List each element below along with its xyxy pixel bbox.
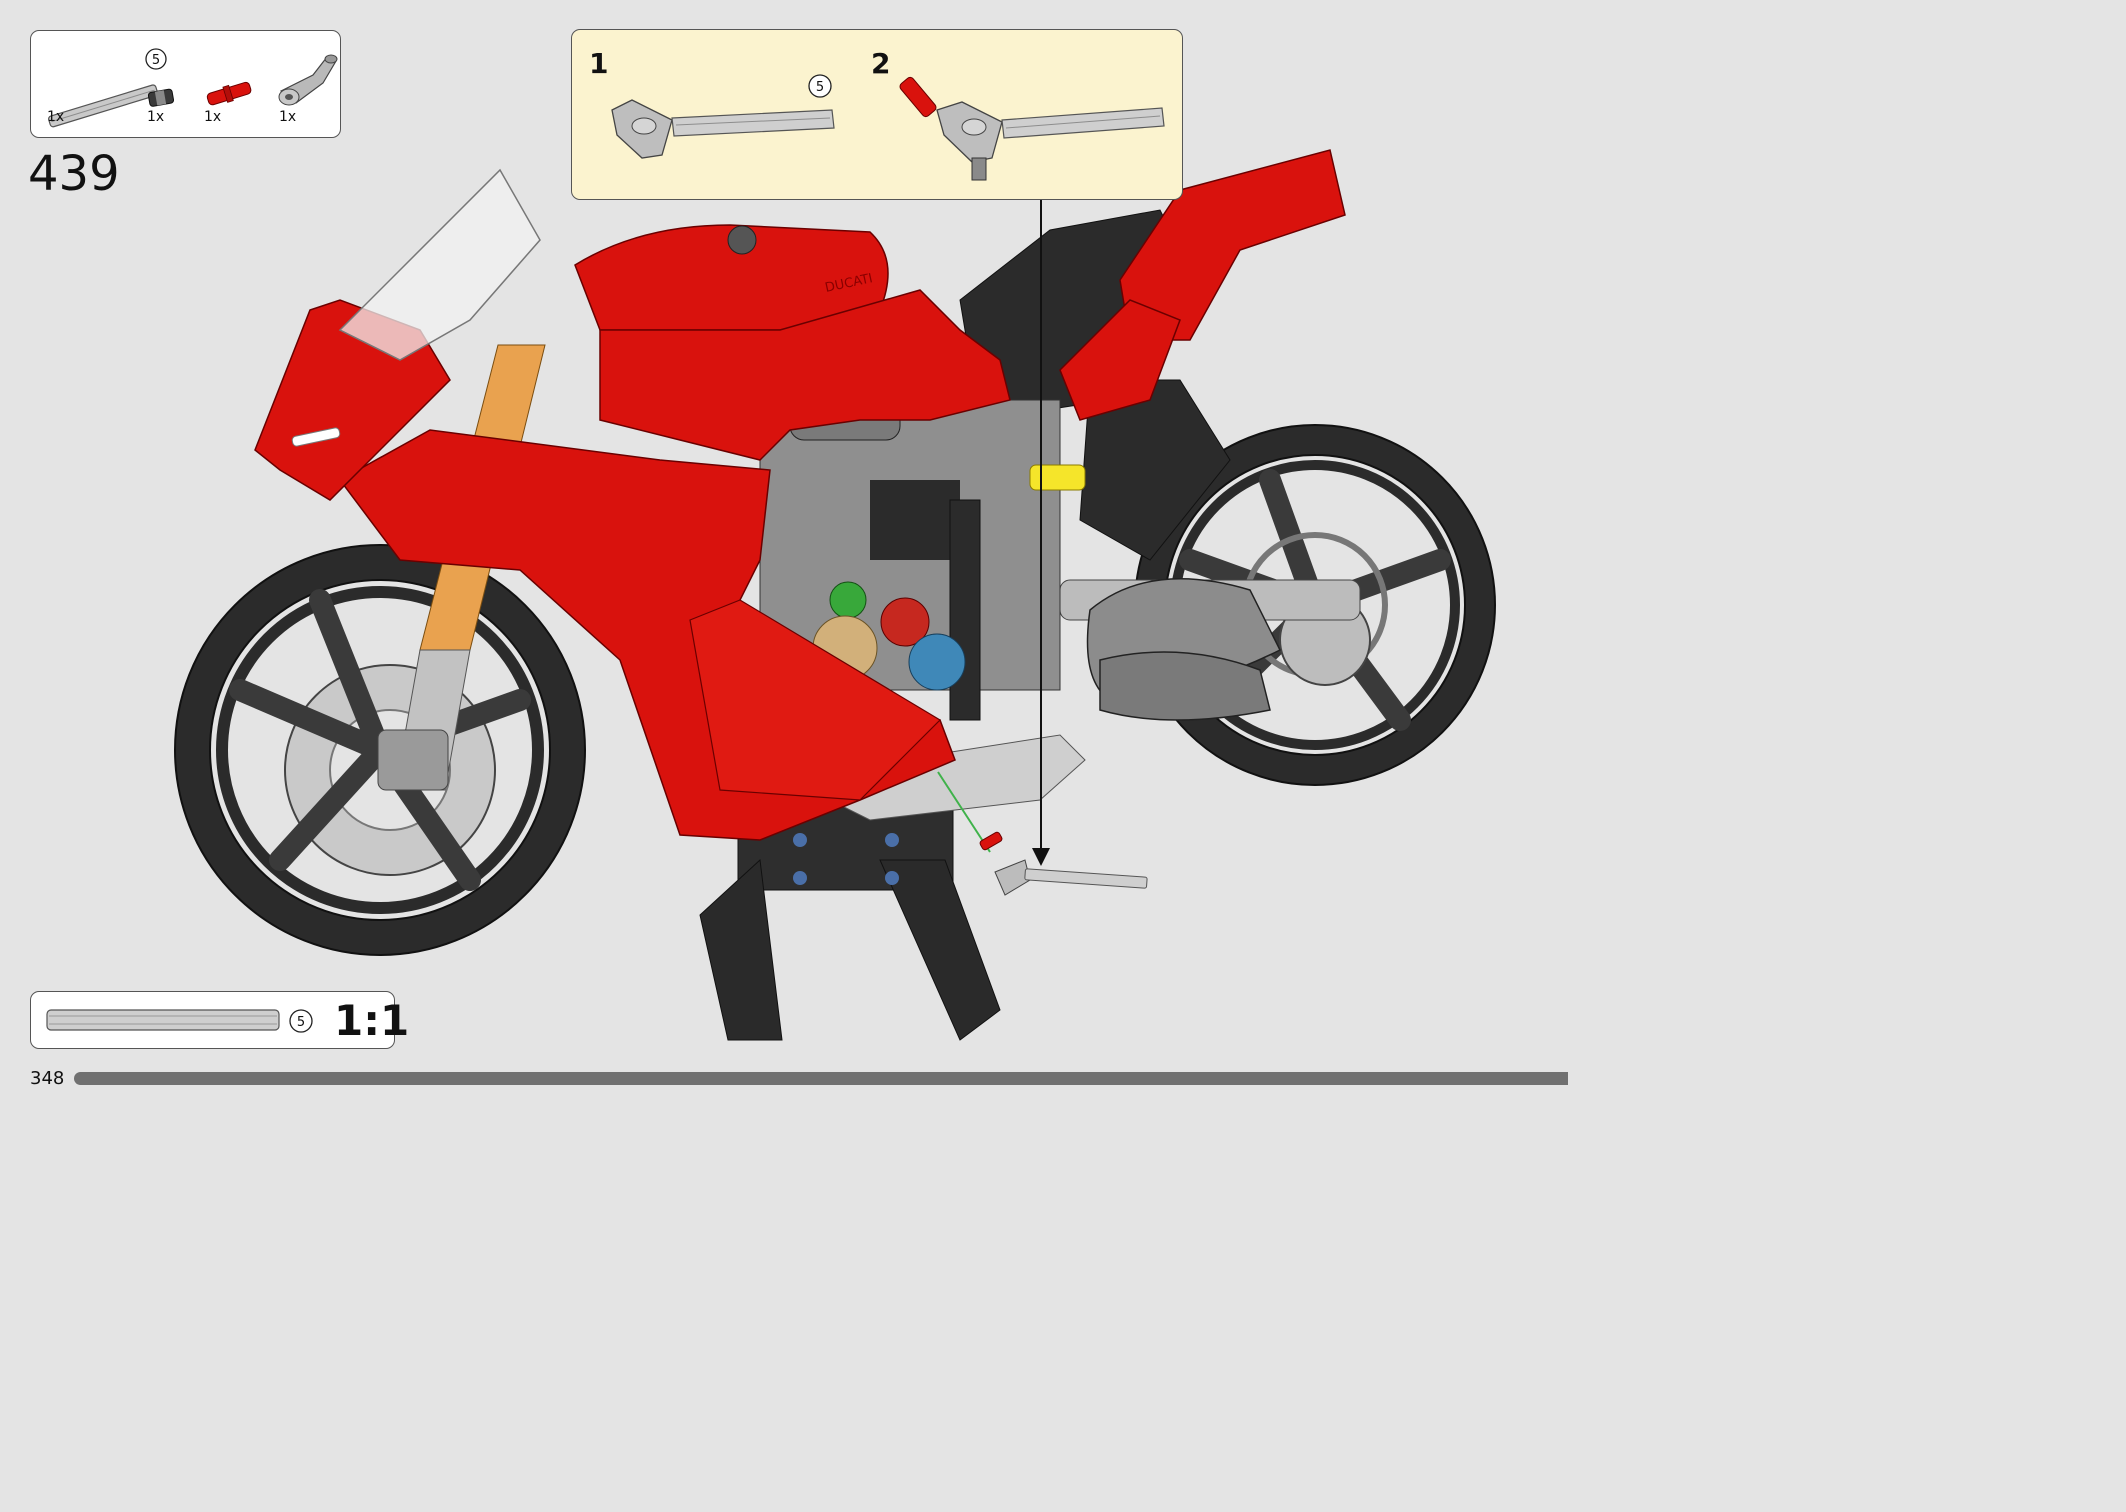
scale-axle-art: 5 bbox=[46, 1009, 313, 1033]
qty-angle-connector: 1x bbox=[279, 109, 297, 125]
sub-assembly-callout: 1 2 5 bbox=[571, 29, 1183, 200]
fuel-tank: DUCATI bbox=[574, 224, 889, 331]
sub-step-1-label: 1 bbox=[589, 47, 609, 80]
callout-arrow bbox=[1032, 200, 1050, 866]
axle-part-icon bbox=[48, 84, 159, 128]
scale-guide: 5 1:1 bbox=[30, 991, 409, 1049]
scale-ratio: 1:1 bbox=[334, 996, 410, 1045]
sub-assembly-art: 5 bbox=[611, 74, 1165, 181]
qty-axle-connector: 1x bbox=[147, 109, 165, 125]
length-5-badge: 5 bbox=[145, 48, 167, 70]
sub-step-2-label: 2 bbox=[871, 47, 891, 80]
step2-assembly bbox=[899, 76, 1165, 181]
attachment-indicator bbox=[937, 771, 1148, 896]
parts-list-art: 5 bbox=[48, 48, 338, 128]
page-progress-bar bbox=[74, 1072, 1568, 1085]
qty-red-pin: 1x bbox=[204, 109, 222, 125]
svg-text:5: 5 bbox=[297, 1015, 305, 1030]
svg-text:5: 5 bbox=[816, 80, 824, 95]
swing-arm-and-exhaust bbox=[1059, 578, 1361, 721]
parts-list-box: 5 1x 1x 1x 1x bbox=[30, 30, 341, 138]
length-5-badge: 5 bbox=[289, 1009, 313, 1033]
front-fairing bbox=[254, 168, 541, 501]
angle-connector-part-icon bbox=[278, 54, 338, 106]
step1-assembly bbox=[611, 99, 835, 159]
side-fairing bbox=[338, 289, 1011, 841]
length-5-badge: 5 bbox=[808, 74, 832, 98]
page-number: 348 bbox=[30, 1068, 65, 1089]
motorcycle-model-illustration: DUCATI bbox=[174, 149, 1496, 1041]
qty-axle: 1x bbox=[47, 109, 65, 125]
step-number: 439 bbox=[28, 146, 120, 202]
windshield bbox=[338, 168, 541, 361]
red-pin-part-icon bbox=[206, 81, 252, 106]
svg-text:5: 5 bbox=[152, 53, 160, 68]
axle-connector-part-icon bbox=[147, 88, 175, 107]
